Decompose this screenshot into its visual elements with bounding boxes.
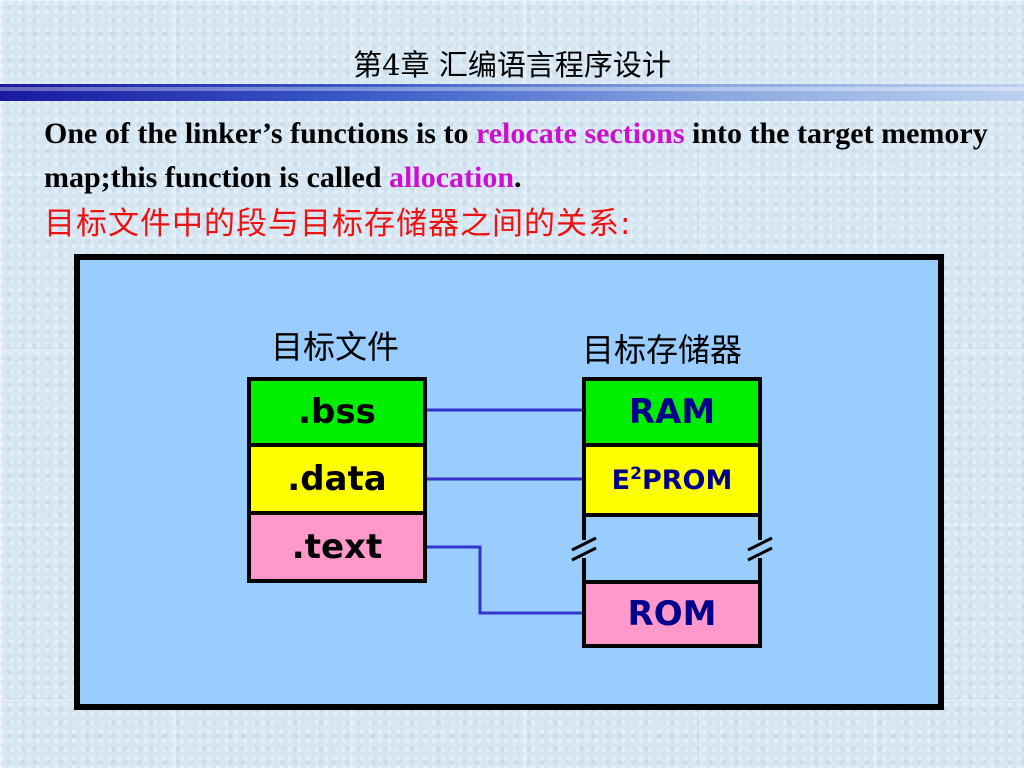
section-text: .text bbox=[247, 511, 427, 583]
target-memory-label: 目标存储器 bbox=[582, 331, 743, 369]
title-underline-bar bbox=[0, 84, 1024, 101]
memory-rom: ROM bbox=[582, 580, 762, 648]
break-mark-left-2 bbox=[571, 546, 597, 562]
section-data-label: .data bbox=[287, 459, 387, 499]
object-file-label: 目标文件 bbox=[271, 328, 400, 366]
wire-text-to-rom bbox=[427, 545, 582, 615]
memory-rom-label: ROM bbox=[627, 594, 717, 634]
memory-eeprom-label: E2PROM bbox=[612, 464, 733, 496]
slide-title: 第4章 汇编语言程序设计 bbox=[353, 48, 671, 82]
break-mark-left-1 bbox=[571, 536, 597, 552]
section-bss-label: .bss bbox=[298, 392, 376, 432]
chinese-caption: 目标文件中的段与目标存储器之间的关系: bbox=[44, 206, 632, 242]
diagram-frame bbox=[74, 254, 944, 710]
eeprom-superscript: 2 bbox=[630, 464, 642, 484]
intro-text-2: into the target memory map;this function… bbox=[44, 117, 988, 194]
break-mark-right-2 bbox=[747, 546, 773, 562]
intro-paragraph: One of the linker’s functions is to relo… bbox=[44, 112, 994, 200]
break-mark-right-1 bbox=[747, 536, 773, 552]
memory-ram-label: RAM bbox=[628, 392, 716, 432]
eeprom-suffix: PROM bbox=[641, 465, 733, 496]
section-text-label: .text bbox=[291, 527, 383, 567]
memory-eeprom: E2PROM bbox=[582, 443, 762, 517]
intro-text-3: . bbox=[514, 161, 522, 194]
highlight-allocation: allocation bbox=[389, 161, 515, 194]
eeprom-prefix: E bbox=[611, 465, 631, 496]
highlight-relocate-sections: relocate sections bbox=[475, 117, 685, 150]
intro-text-1: One of the linker’s functions is to bbox=[44, 117, 476, 150]
